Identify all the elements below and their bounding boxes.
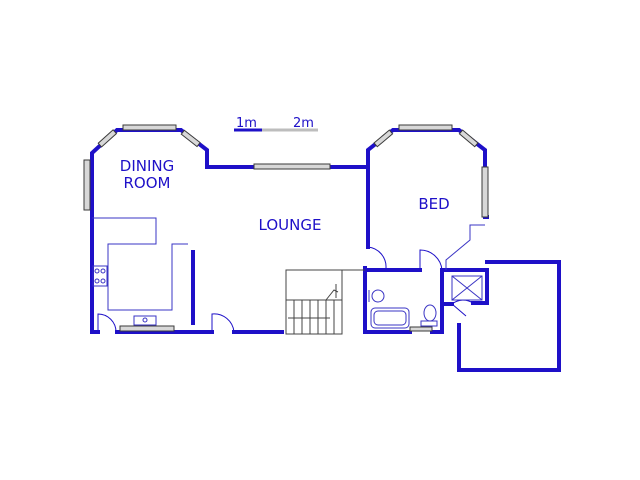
room-label-dining-line1: DINING [120,157,174,175]
bed-cupboard [445,224,485,270]
bed-side-window [481,166,489,218]
bed-bay-window-right [458,129,479,148]
toilet-icon [423,304,437,322]
bathtub-icon [370,307,410,329]
kitchen-counters [92,217,188,326]
dining-bay-window-left [97,129,118,148]
shower-icon [451,275,483,301]
dining-bay-window-right [180,129,201,148]
kitchen-door [97,313,117,333]
lounge-sliding-door [253,163,331,170]
room-label-dining-line2: ROOM [124,174,171,192]
windows [83,124,489,332]
exterior-walls [90,128,561,372]
dining-bay-window [122,124,177,131]
basin-icon [371,289,385,303]
scale-label-1m: 1m [236,116,257,131]
bed-bay-window [398,124,453,131]
lounge-door [211,313,235,333]
wc-door [451,299,474,317]
room-label-bed: BED [418,195,449,213]
stair-arrow-icon [325,289,339,301]
bathroom-window [409,326,433,332]
bed-door-swing [367,246,387,269]
bath-door [419,249,443,271]
room-label-lounge: LOUNGE [259,216,322,234]
kitchen-window [119,325,175,332]
bed-bay-window-left [373,129,394,148]
stove-icon [92,265,108,287]
bathroom-fixtures [368,275,483,329]
staircase [285,269,365,335]
dining-side-window [83,159,91,211]
scale-label-2m: 2m [293,116,314,131]
scale-bar: 1m 2m [234,116,318,132]
sink-icon [133,315,157,326]
